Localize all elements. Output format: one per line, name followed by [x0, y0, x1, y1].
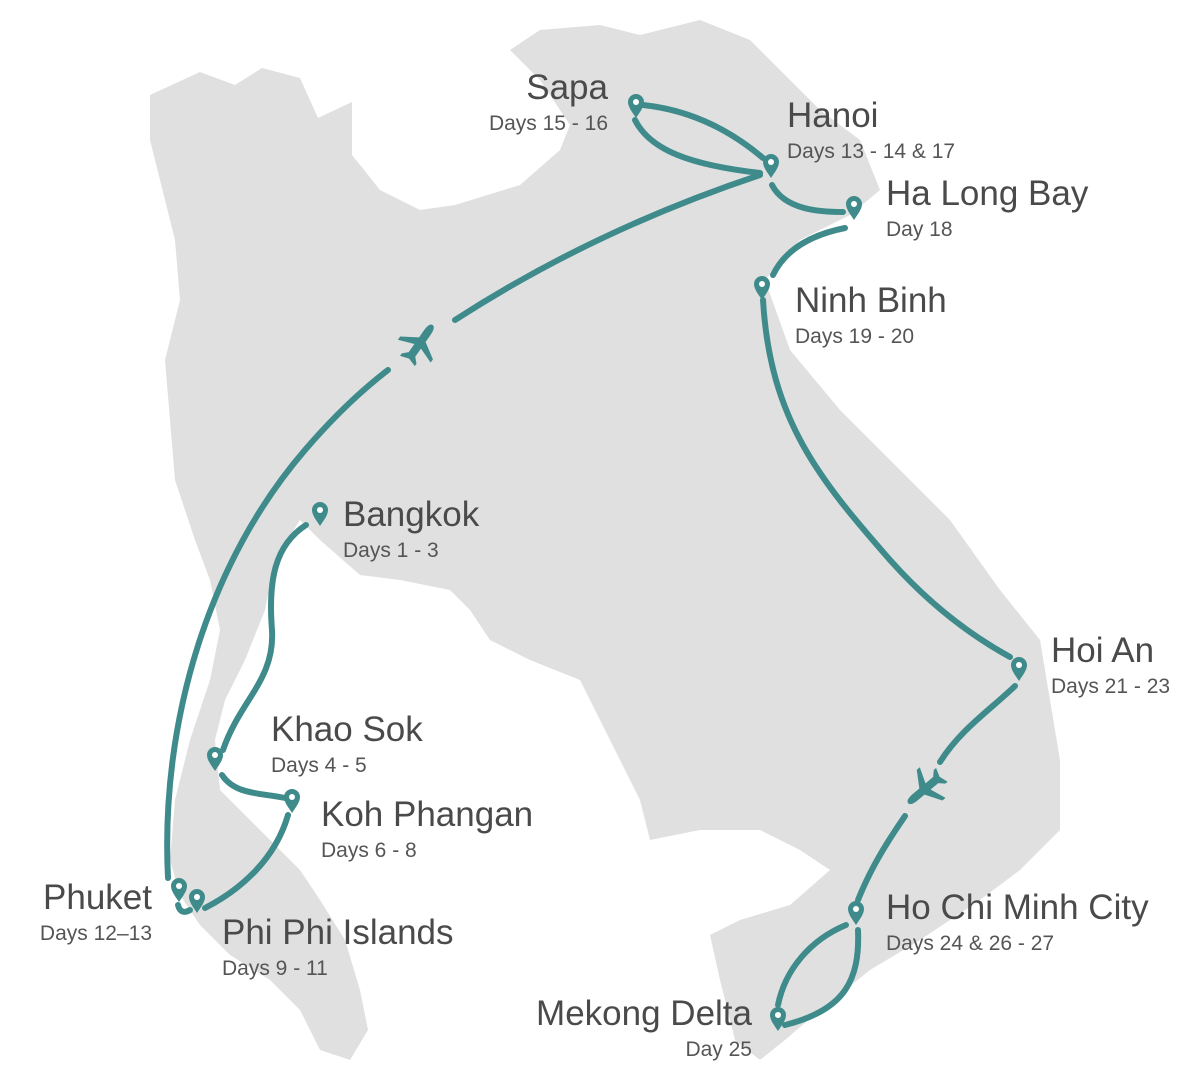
route-hoi-an-hcmc-a — [937, 683, 1018, 765]
map-pin-icon — [312, 502, 328, 526]
map-pin-icon — [763, 154, 779, 178]
map-pin-icon — [846, 196, 862, 220]
stop-days: Days 24 & 26 - 27 — [886, 932, 1055, 955]
map-pin-icon — [1011, 657, 1027, 681]
route-hcmc-mekong-a — [775, 922, 849, 1008]
stop-days: Days 4 - 5 — [271, 754, 367, 777]
city-name: Ha Long Bay — [886, 174, 1089, 213]
city-name: Ninh Binh — [795, 281, 947, 320]
route-phuket-hanoi-a — [164, 367, 391, 881]
land-mass — [150, 20, 1060, 1060]
stop-label-mekong-delta: Mekong Delta Day 25 — [536, 996, 752, 1060]
map-pin-icon — [628, 94, 644, 118]
stop-days: Days 9 - 11 — [222, 957, 328, 980]
route-phuket-hanoi-b — [452, 172, 763, 323]
stop-days: Days 6 - 8 — [321, 839, 417, 862]
map-pin-icon — [770, 1007, 786, 1031]
map-pin-icon — [754, 276, 770, 300]
airplane-icon — [907, 767, 948, 805]
city-name: Hanoi — [787, 96, 879, 135]
city-name: Sapa — [526, 68, 608, 107]
map-pin-icon — [189, 889, 205, 913]
airplane-icon — [397, 324, 434, 367]
map-pin-icon — [284, 789, 300, 813]
stop-days: Day 25 — [685, 1038, 752, 1061]
stop-label-ninh-binh: Ninh Binh Days 19 - 20 — [795, 283, 947, 347]
map-pin-icon — [207, 747, 223, 771]
stop-days: Days 15 - 16 — [488, 112, 608, 135]
stop-label-phuket: Phuket Days 12–13 — [40, 880, 152, 944]
route-lines — [164, 102, 1018, 1028]
stop-label-ha-long-bay: Ha Long Bay Day 18 — [886, 176, 1088, 240]
route-koh-phangan-phi-phi — [202, 812, 291, 911]
city-name: Ho Chi Minh City — [886, 888, 1149, 927]
stop-days: Days 13 - 14 & 17 — [787, 140, 956, 163]
map-pin-icon — [171, 878, 187, 902]
city-name: Khao Sok — [271, 710, 423, 749]
route-ha-long-ninh-binh — [770, 225, 848, 278]
route-hcmc-mekong-b — [782, 927, 862, 1028]
city-name: Koh Phangan — [321, 795, 534, 834]
city-name: Phuket — [43, 878, 152, 917]
stop-label-phi-phi-islands: Phi Phi Islands Days 9 - 11 — [222, 915, 454, 979]
stop-days: Days 1 - 3 — [343, 539, 439, 562]
stop-label-sapa: Sapa Days 15 - 16 — [489, 70, 608, 134]
route-hanoi-ha-long — [769, 182, 846, 215]
map-pins — [171, 94, 1027, 1031]
route-khao-sok-koh-phangan — [219, 772, 288, 801]
stop-label-bangkok: Bangkok Days 1 - 3 — [343, 497, 479, 561]
route-phi-phi-phuket — [175, 902, 193, 915]
route-hoi-an-hcmc-b — [855, 813, 908, 903]
stop-days: Days 19 - 20 — [795, 325, 915, 348]
route-hanoi-sapa-b — [640, 102, 766, 161]
route-hanoi-sapa-a — [632, 117, 763, 176]
city-name: Bangkok — [343, 495, 480, 534]
stop-label-hoi-an: Hoi An Days 21 - 23 — [1051, 633, 1170, 697]
stop-days: Days 12–13 — [39, 922, 152, 945]
stop-label-hanoi: Hanoi Days 13 - 14 & 17 — [787, 98, 955, 162]
city-name: Phi Phi Islands — [222, 913, 454, 952]
route-bangkok-khao-sok — [220, 522, 309, 753]
map-pin-icon — [848, 901, 864, 925]
city-name: Mekong Delta — [536, 994, 752, 1033]
stop-days: Days 21 - 23 — [1051, 675, 1171, 698]
city-name: Hoi An — [1051, 631, 1155, 670]
stop-label-koh-phangan: Koh Phangan Days 6 - 8 — [321, 797, 533, 861]
stop-label-ho-chi-minh-city: Ho Chi Minh City Days 24 & 26 - 27 — [886, 890, 1149, 954]
route-ninh-binh-hoi-an — [760, 297, 1013, 660]
stop-label-khao-sok: Khao Sok Days 4 - 5 — [271, 712, 423, 776]
stop-days: Day 18 — [886, 218, 953, 241]
